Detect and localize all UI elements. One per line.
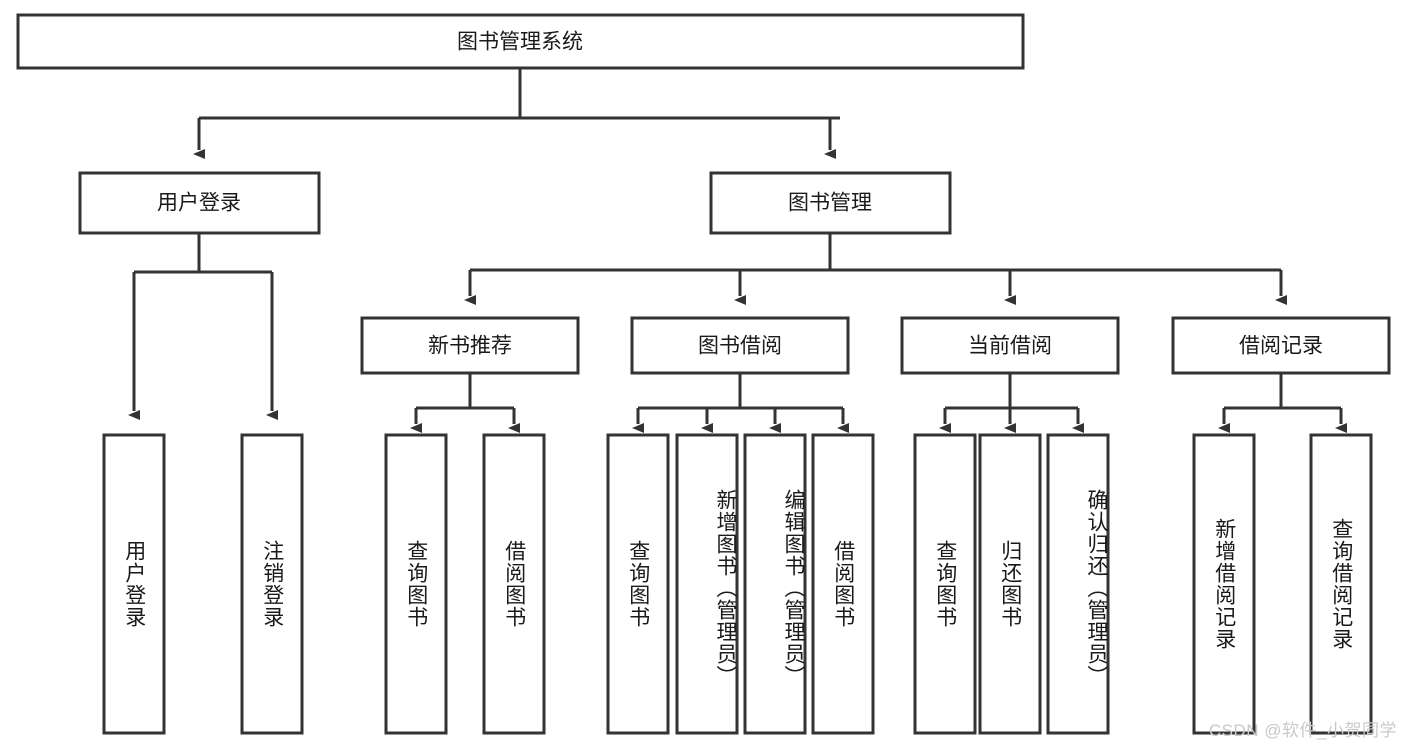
leaf-box-new-book-1[interactable]: [384, 433, 448, 735]
node-new-book-recommendation-box[interactable]: [360, 316, 580, 375]
node-root-label: 图书管理系统: [457, 31, 583, 54]
node-book-management-label: 图书管理: [788, 192, 872, 215]
leaf-box-book-borrow-4[interactable]: [811, 433, 875, 735]
connector-group: [128, 68, 1347, 433]
node-current-borrow-box[interactable]: [900, 316, 1120, 375]
node-book-borrow-box[interactable]: [630, 316, 850, 375]
leaf-box-book-borrow-1[interactable]: [606, 433, 670, 735]
node-root-box[interactable]: [16, 13, 1025, 70]
leaf-box-current-borrow-1[interactable]: [913, 433, 977, 735]
node-borrow-record-label: 借阅记录: [1239, 335, 1323, 358]
node-root[interactable]: 图书管理系统: [16, 13, 1025, 70]
node-borrow-record-box[interactable]: [1171, 316, 1391, 375]
leaf-box-group: [102, 433, 1373, 735]
node-user-login[interactable]: 用户登录: [78, 171, 321, 235]
node-user-login-label: 用户登录: [157, 192, 241, 215]
node-current-borrow[interactable]: 当前借阅: [900, 316, 1120, 375]
leaf-box-borrow-record-2[interactable]: [1309, 433, 1373, 735]
csdn-watermark: CSDN @软件_小贺同学: [1208, 721, 1397, 740]
node-new-book-recommendation[interactable]: 新书推荐: [360, 316, 580, 375]
node-book-borrow[interactable]: 图书借阅: [630, 316, 850, 375]
node-book-management[interactable]: 图书管理: [709, 171, 952, 235]
node-book-borrow-label: 图书借阅: [698, 335, 782, 358]
node-current-borrow-label: 当前借阅: [968, 335, 1052, 358]
leaf-box-user-login-1[interactable]: [102, 433, 166, 735]
node-book-management-box[interactable]: [709, 171, 952, 235]
leaf-box-user-login-2[interactable]: [240, 433, 304, 735]
leaf-box-book-borrow-2[interactable]: [675, 433, 739, 735]
leaf-box-current-borrow-2[interactable]: [978, 433, 1042, 735]
leaf-box-borrow-record-1[interactable]: [1192, 433, 1256, 735]
node-borrow-record[interactable]: 借阅记录: [1171, 316, 1391, 375]
leaf-box-current-borrow-3[interactable]: [1046, 433, 1110, 735]
leaf-box-book-borrow-3[interactable]: [743, 433, 807, 735]
leaf-box-new-book-2[interactable]: [482, 433, 546, 735]
node-user-login-box[interactable]: [78, 171, 321, 235]
node-new-book-recommendation-label: 新书推荐: [428, 335, 512, 358]
